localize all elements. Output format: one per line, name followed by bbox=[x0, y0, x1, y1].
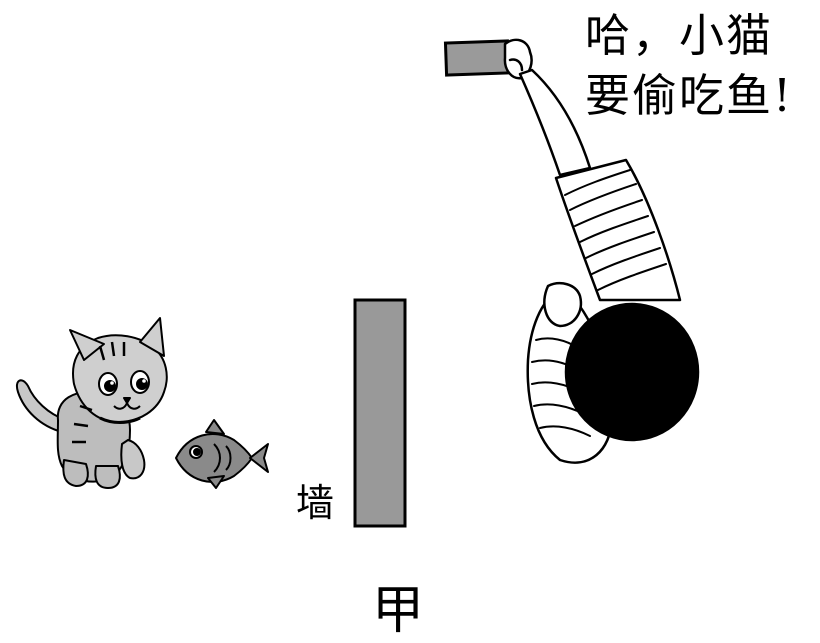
speech-bubble-text: 哈，小猫 要偷吃鱼! bbox=[585, 6, 817, 126]
wall-rect bbox=[353, 298, 407, 528]
figure-caption: 甲 bbox=[372, 581, 425, 641]
wall-label: 墙 bbox=[296, 481, 335, 525]
speech-line-2: 要偷吃鱼! bbox=[585, 69, 794, 122]
person-topdown-icon bbox=[503, 38, 700, 464]
mirror-icon bbox=[443, 39, 511, 77]
fish-icon bbox=[175, 419, 269, 489]
cat-icon bbox=[16, 317, 168, 489]
speech-line-1: 哈，小猫 bbox=[585, 9, 774, 62]
